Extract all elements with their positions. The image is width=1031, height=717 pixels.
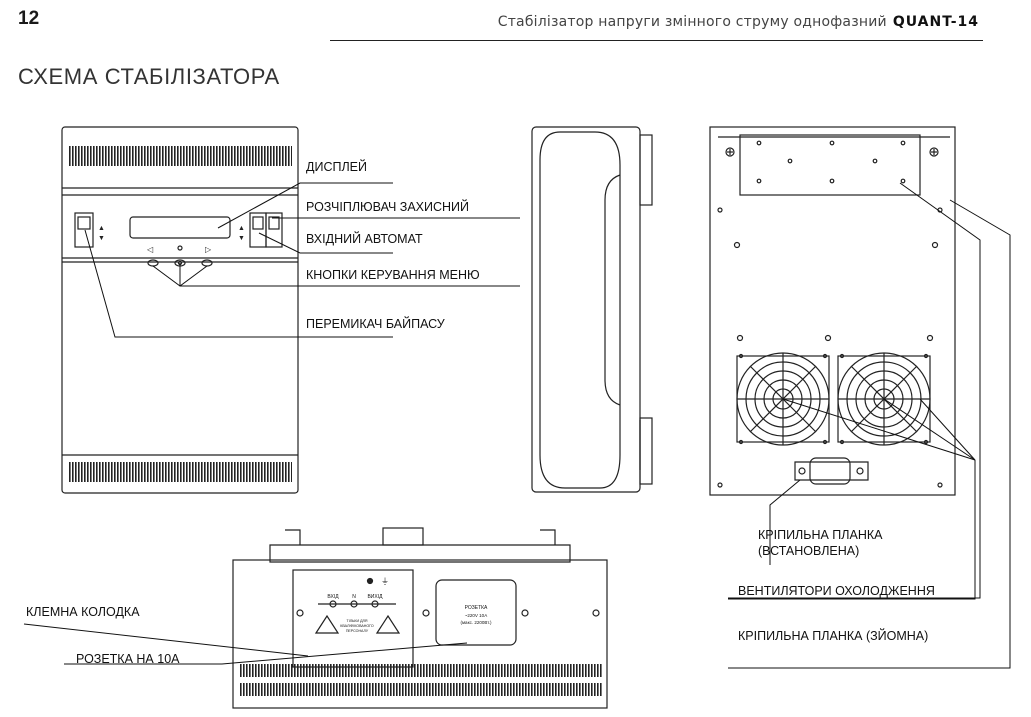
label-bypass-switch: ПЕРЕМИКАЧ БАЙПАСУ <box>306 317 445 331</box>
side-connector-top <box>639 134 653 206</box>
display-window <box>129 216 231 239</box>
leader-removable-bar <box>728 182 981 599</box>
svg-text:▲: ▲ <box>98 225 105 232</box>
side-profile <box>539 131 621 489</box>
header-title: Стабілізатор напруги змінного струму одн… <box>497 14 887 30</box>
back-housing <box>709 126 956 496</box>
terminal-n-label: N <box>352 594 356 600</box>
label-mount-bar-installed-2: (ВСТАНОВЛЕНА) <box>758 544 860 558</box>
bottom-top-flange <box>269 544 571 563</box>
label-terminal-block: КЛЕМНА КОЛОДКА <box>26 605 140 619</box>
menu-button-left <box>147 259 159 267</box>
leader-installed-bar <box>769 479 801 565</box>
input-breaker <box>249 212 267 248</box>
svg-text:▲: ▲ <box>238 225 245 232</box>
menu-button-right <box>201 259 213 267</box>
side-view <box>531 126 653 493</box>
section-title: СХЕМА СТАБІЛІЗАТОРА <box>18 64 280 89</box>
terminal-input-label: ВХІД <box>327 594 339 600</box>
leader-display <box>217 182 393 229</box>
label-protective-trip: РОЗЧІПЛЮВАЧ ЗАХИСНИЙ <box>306 200 470 214</box>
leader-menu-buttons <box>179 263 520 287</box>
removable-mount-bar <box>739 134 921 196</box>
header-model: QUANT-14 <box>892 14 979 30</box>
warning-text-2: КВАЛІФІКОВАНОГО <box>340 624 374 628</box>
svg-text:⏚: ⏚ <box>381 577 389 586</box>
leader-fans <box>728 460 976 600</box>
terminal-output-label: ВИХІД <box>367 594 383 600</box>
bottom-vents-1 <box>240 664 602 677</box>
svg-text:▼: ▼ <box>238 235 245 242</box>
label-mount-bar-removable: КРІПИЛЬНА ПЛАНКА (ЗЙОМНА) <box>738 629 929 643</box>
socket-max: (макс. 2200Вт.) <box>460 620 492 625</box>
page-number: 12 <box>18 8 40 29</box>
leader-terminal-block <box>23 623 309 657</box>
document-header: Стабілізатор напруги змінного струму одн… <box>498 14 979 30</box>
protective-trip <box>265 212 283 248</box>
leader-bypass <box>84 229 393 338</box>
leader-socket <box>64 642 468 665</box>
back-view <box>709 126 956 496</box>
warning-triangle-right <box>375 614 401 634</box>
warning-text-3: ПЕРСОНАЛУ <box>346 629 369 633</box>
installed-mount-bar <box>794 461 869 481</box>
label-menu-buttons: КНОПКИ КЕРУВАННЯ МЕНЮ <box>306 268 480 282</box>
leader-lines <box>23 182 1011 669</box>
svg-text:▷: ▷ <box>205 245 212 254</box>
side-housing <box>531 126 641 493</box>
side-connector-bottom <box>639 417 653 485</box>
label-cooling-fans: ВЕНТИЛЯТОРИ ОХОЛОДЖЕННЯ <box>738 584 935 598</box>
label-input-breaker: ВХІДНИЙ АВТОМАТ <box>306 232 423 246</box>
svg-text:◁: ◁ <box>147 245 154 254</box>
label-mount-bar-installed-1: КРІПИЛЬНА ПЛАНКА <box>758 528 883 542</box>
socket-panel <box>435 579 517 646</box>
front-bottom-vents <box>68 462 292 482</box>
socket-title: РОЗЕТКА <box>465 605 488 611</box>
label-display: ДИСПЛЕЙ <box>306 160 367 174</box>
label-socket-10a: РОЗЕТКА НА 10А <box>76 652 180 666</box>
warning-text-1: ТІЛЬКИ ДЛЯ <box>347 619 368 623</box>
svg-text:▼: ▼ <box>98 235 105 242</box>
header-rule <box>330 40 983 41</box>
bottom-housing <box>232 559 608 709</box>
leader-input-breaker <box>258 232 393 254</box>
front-view: ▲ ▼ ▲ ▼ ◁ ▷ <box>61 126 299 494</box>
socket-rating: ~220V 10A <box>465 613 487 618</box>
front-top-vents <box>68 146 292 166</box>
front-housing <box>61 126 299 494</box>
bypass-switch <box>74 212 94 248</box>
bottom-vents-2 <box>240 683 602 696</box>
bottom-view: ⏚ <box>232 527 608 709</box>
warning-triangle-left <box>314 614 340 634</box>
